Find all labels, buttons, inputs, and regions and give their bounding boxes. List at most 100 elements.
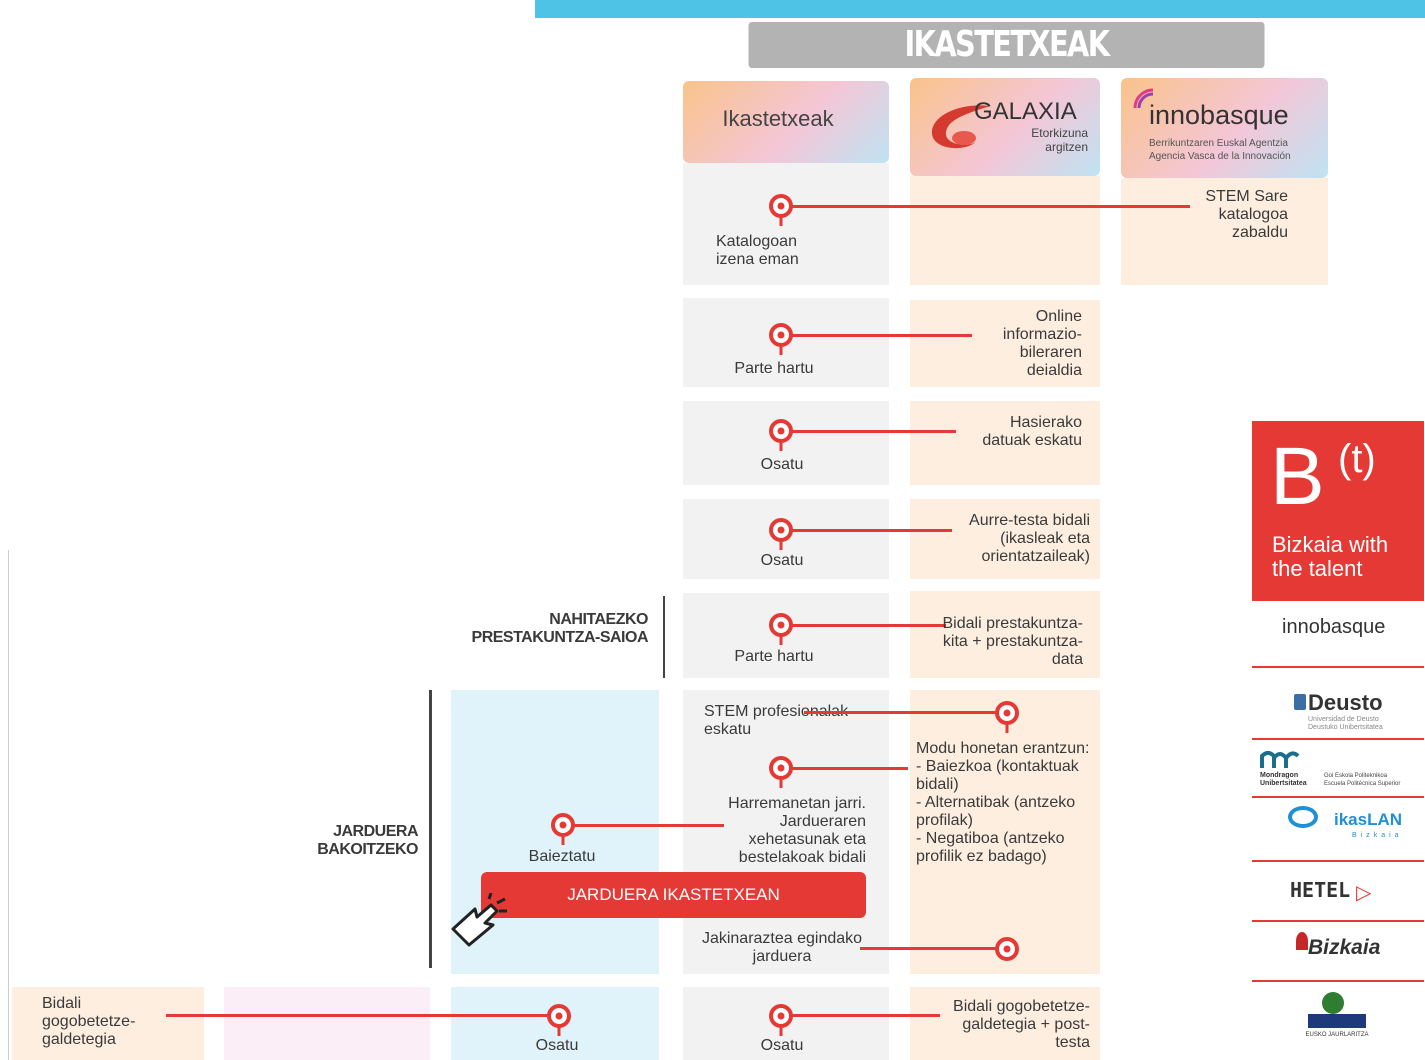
step-text: STEM Sare katalogoa zabaldu (1205, 188, 1288, 241)
coat-of-arms-icon (1322, 992, 1344, 1014)
row7-pink-cell (224, 987, 430, 1060)
top-accent-bar (535, 0, 1425, 18)
bt-mark: B (1270, 431, 1325, 522)
map-pin-icon (769, 1004, 793, 1036)
map-pin-icon (769, 419, 793, 451)
map-pin-icon (769, 518, 793, 550)
left-vertical-line (8, 550, 9, 1060)
row3-school-cell (683, 401, 889, 485)
step-text: STEM profesionalak eskatu (704, 703, 849, 738)
step-text: Online informazio-bileraren deialdia (1002, 308, 1082, 379)
row7-galaxia-cell (910, 987, 1100, 1060)
coat-of-arms-banner (1308, 1014, 1366, 1028)
galaxia-swirl-icon (931, 105, 990, 149)
row1-innobasque-cell (1121, 178, 1328, 285)
innobasque-sub2: Agencia Vasca de la Innovación (1149, 151, 1291, 162)
column-header-galaxia: GALAXIA Etorkizuna argitzen (910, 78, 1100, 176)
connector-line (792, 529, 952, 532)
step-text: Hasierako datuak eskatu (982, 414, 1082, 449)
eusko-jaurlaritza-logo: EUSKO JAURLARITZA (1252, 988, 1424, 1060)
step-text: Jakinaraztea egindako jarduera (701, 930, 863, 965)
connector-line (792, 430, 956, 433)
step-text: Parte hartu (734, 648, 814, 665)
step-text: Bidali gogobetetze-galdetegia (42, 995, 136, 1048)
play-icon: ▷ (1356, 882, 1372, 904)
logo-text: HETEL (1290, 878, 1351, 902)
connector-line (792, 205, 1190, 208)
step-text: Aurre-testa bidali (ikasleak eta orienta… (969, 512, 1090, 565)
ikaslan-logo: ikasLAN Bizkaia (1252, 798, 1424, 862)
row3-galaxia-cell (910, 401, 1100, 485)
logo-text: Bizkaia (1308, 936, 1381, 959)
connector-line (792, 767, 908, 770)
step-text: Osatu (760, 456, 804, 473)
step-text: Bidali prestakuntza-kita + prestakuntza-… (942, 615, 1083, 668)
map-pin-icon (769, 613, 793, 645)
phase-label: NAHITAEZKO PRESTAKUNTZA-SAIOA (471, 611, 649, 646)
ikaslan-ring-icon (1288, 806, 1318, 828)
shield-icon (1294, 694, 1306, 710)
hetel-logo: HETEL ▷ (1252, 862, 1424, 922)
column-header-innobasque: innobasque Berrikuntzaren Euskal Agentzi… (1121, 78, 1328, 178)
column-header-label: Ikastetxeak (722, 106, 834, 131)
bt-caption: Bizkaia with the talent (1272, 532, 1389, 581)
galaxia-name: GALAXIA (974, 98, 1077, 125)
row1-galaxia-cell (910, 176, 1100, 285)
bizkaia-talent-logo: B (t) Bizkaia with the talent (1252, 421, 1424, 601)
connector-line (792, 1014, 940, 1017)
row2-galaxia-cell (910, 300, 1100, 387)
logo-subtext: EUSKO JAURLARITZA (1305, 1032, 1369, 1038)
galaxia-tagline: Etorkizuna argitzen (1031, 126, 1088, 154)
phase-divider (429, 690, 432, 968)
row7-left-cell (12, 987, 204, 1060)
connector-line (572, 824, 724, 827)
target-icon (995, 701, 1019, 733)
map-pin-icon (547, 1004, 571, 1036)
logo-text: ikasLAN (1334, 810, 1403, 829)
connector-line (804, 711, 1002, 714)
row4-galaxia-cell (910, 499, 1100, 579)
page-title: IKASTETXEAK (748, 22, 1265, 68)
logo-subtext: Goi Eskola Politeknikoa Escuela Politécn… (1324, 773, 1401, 787)
connector-line (792, 624, 946, 627)
target-icon (995, 937, 1019, 961)
step-text: Bidali gogobetetze-galdetegia + post-tes… (953, 998, 1090, 1051)
column-header-ikastetxeak: Ikastetxeak (683, 81, 889, 163)
map-pin-icon (769, 323, 793, 355)
logo-text: Mondragon Unibertsitatea (1260, 772, 1307, 787)
innobasque-sub1: Berrikuntzaren Euskal Agentzia (1149, 138, 1288, 149)
step-text: Harremanetan jarri. Jardueraren xehetasu… (728, 795, 866, 866)
step-text: Osatu (760, 1037, 804, 1054)
tree-icon (1296, 932, 1308, 950)
row6-galaxia-cell (910, 690, 1100, 974)
logo-subtext: Bizkaia (1352, 832, 1403, 839)
mondragon-logo: Mondragon Unibertsitatea Goi Eskola Poli… (1252, 740, 1424, 798)
step-text: Osatu (535, 1037, 579, 1054)
innobasque-name: innobasque (1149, 100, 1289, 130)
step-text: Baieztatu (528, 848, 596, 865)
innobasque-logo: innobasque (1252, 604, 1424, 668)
step-text: Modu honetan erantzun: - Baiezkoa (konta… (916, 740, 1090, 865)
step-text: Katalogoan izena eman (716, 233, 799, 268)
row1-school-cell (683, 163, 889, 285)
cursor-hand-icon (451, 893, 507, 947)
phase-label: JARDUERA BAKOITZEKO (317, 823, 418, 858)
connector-line (792, 334, 972, 337)
map-pin-icon (769, 194, 793, 226)
jarduera-ikastetxean-button[interactable]: JARDUERA IKASTETXEAN (481, 872, 866, 918)
deusto-logo: Deusto Universidad de Deusto Deustuko Un… (1252, 668, 1424, 740)
logo-text: Deusto (1308, 690, 1383, 715)
connector-line (166, 1014, 558, 1017)
innobasque-swirl-icon (1133, 88, 1154, 109)
mondragon-icon (1260, 751, 1300, 768)
logo-text: innobasque (1282, 616, 1386, 638)
row6-school-cell (683, 690, 889, 974)
bizkaia-logo: Bizkaia (1252, 922, 1424, 982)
step-text: Osatu (760, 552, 804, 569)
row5-galaxia-cell (910, 591, 1100, 678)
bt-sup: (t) (1338, 437, 1376, 481)
phase-divider (663, 596, 665, 678)
step-text: Parte hartu (734, 360, 814, 377)
map-pin-icon (551, 813, 575, 845)
logo-subtext: Universidad de Deusto Deustuko Unibertsi… (1308, 716, 1383, 731)
